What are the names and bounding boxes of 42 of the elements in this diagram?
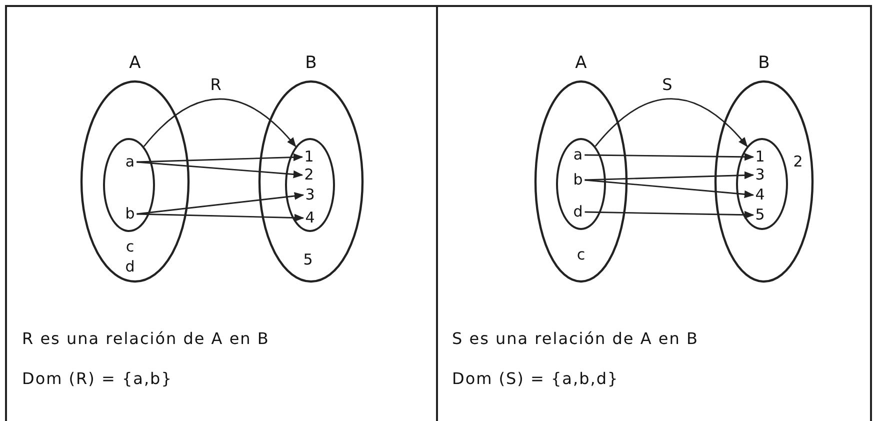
set-element: c — [576, 248, 586, 262]
set-label: A — [575, 55, 587, 72]
set-element: 5 — [303, 252, 313, 268]
set-element: b — [573, 172, 583, 188]
set-element: 2 — [304, 168, 314, 182]
arrow — [136, 192, 304, 215]
set-element: 4 — [305, 210, 315, 226]
set-element: 5 — [755, 208, 765, 222]
set-element: 1 — [304, 150, 314, 164]
set-element: b — [125, 206, 135, 222]
arrow — [136, 161, 304, 178]
arrow — [136, 213, 304, 222]
set-element: 2 — [793, 154, 803, 170]
subset-ellipse — [285, 138, 335, 232]
subset-ellipse — [103, 138, 155, 232]
relation-statement: S es una relación de A en B — [452, 329, 698, 348]
curved-arrow — [143, 98, 296, 148]
relation-statement: R es una relación de A en B — [22, 329, 270, 348]
panel — [436, 5, 872, 421]
set-element: d — [125, 260, 135, 274]
set-element: 3 — [755, 168, 765, 182]
set-element: 1 — [755, 150, 765, 164]
panel — [5, 5, 438, 421]
arrow — [584, 210, 754, 219]
arrow — [584, 152, 754, 161]
domain-formula: Dom (R) = {a,b} — [22, 369, 172, 388]
arrow — [584, 171, 754, 181]
subset-ellipse — [556, 138, 606, 230]
set-label: B — [305, 55, 317, 72]
set-element: 4 — [755, 188, 765, 202]
set-element: a — [573, 148, 583, 162]
set-element: c — [126, 240, 134, 254]
subset-ellipse — [736, 138, 788, 230]
set-label: A — [129, 55, 141, 72]
set-label: B — [758, 55, 770, 72]
set-element: d — [573, 204, 583, 220]
domain-formula: Dom (S) = {a,b,d} — [452, 369, 619, 388]
arrow — [584, 179, 754, 198]
arrow — [136, 153, 304, 163]
set-element: 3 — [305, 188, 315, 202]
set-element: a — [125, 154, 135, 170]
curved-arrow — [594, 98, 748, 148]
